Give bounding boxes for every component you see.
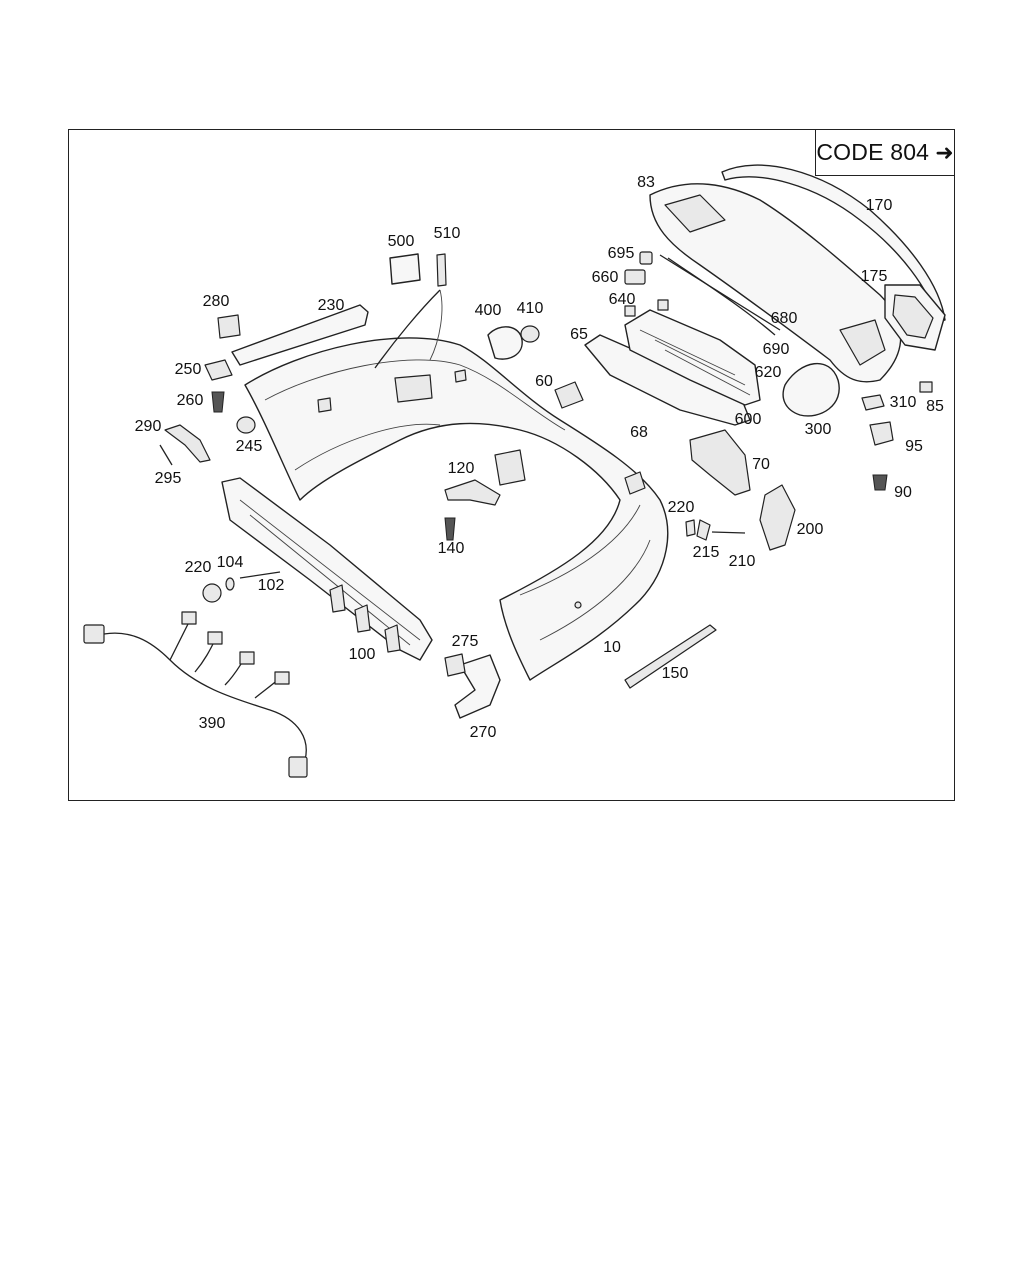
part-number-600: 600 — [734, 411, 762, 428]
part-number-695: 695 — [607, 245, 635, 262]
part-number-230: 230 — [317, 297, 345, 314]
part-number-150: 150 — [661, 665, 689, 682]
part-number-68: 68 — [630, 424, 648, 441]
part-number-260: 260 — [176, 392, 204, 409]
part-number-275: 275 — [451, 633, 479, 650]
part-number-620: 620 — [754, 364, 782, 381]
center-bracket-drawing — [584, 254, 781, 426]
part-number-104: 104 — [216, 554, 244, 571]
part-number-660: 660 — [591, 269, 619, 286]
part-number-10: 10 — [603, 639, 621, 656]
part-number-250: 250 — [174, 361, 202, 378]
part-number-680: 680 — [770, 310, 798, 327]
arrow-right-icon: ➜ — [935, 139, 954, 165]
part-number-102: 102 — [257, 577, 285, 594]
part-number-280: 280 — [202, 293, 230, 310]
diffuser-drawing — [649, 164, 946, 383]
part-number-270: 270 — [469, 724, 497, 741]
sensor-clips-drawing — [624, 251, 933, 551]
part-number-140: 140 — [437, 540, 465, 557]
part-number-60: 60 — [535, 373, 553, 390]
left-side-pieces-drawing — [159, 253, 584, 466]
bumper-cover-drawing — [244, 289, 669, 681]
part-number-210: 210 — [728, 553, 756, 570]
wiring-harness-drawing — [83, 611, 308, 778]
part-number-175: 175 — [860, 268, 888, 285]
part-number-83: 83 — [637, 174, 655, 191]
part-number-310: 310 — [889, 394, 917, 411]
part-number-690: 690 — [762, 341, 790, 358]
part-number-215: 215 — [692, 544, 720, 561]
code-804-box: CODE 804 ➜ — [815, 129, 955, 176]
part-number-290: 290 — [134, 418, 162, 435]
lower-reinforcement-drawing — [202, 449, 746, 719]
part-number-70: 70 — [752, 456, 770, 473]
part-number-170: 170 — [865, 197, 893, 214]
part-number-100: 100 — [348, 646, 376, 663]
part-number-90: 90 — [894, 484, 912, 501]
part-number-410: 410 — [516, 300, 544, 317]
diagram-frame — [68, 129, 955, 801]
part-number-510: 510 — [433, 225, 461, 242]
part-number-120: 120 — [447, 460, 475, 477]
part-number-300: 300 — [804, 421, 832, 438]
code-label: CODE 804 — [816, 139, 930, 165]
part-number-390: 390 — [198, 715, 226, 732]
part-number-220: 220 — [184, 559, 212, 576]
part-number-95: 95 — [905, 438, 923, 455]
part-number-220: 220 — [667, 499, 695, 516]
part-number-85: 85 — [926, 398, 944, 415]
part-number-200: 200 — [796, 521, 824, 538]
part-number-640: 640 — [608, 291, 636, 308]
part-number-65: 65 — [570, 326, 588, 343]
part-number-245: 245 — [235, 438, 263, 455]
part-number-295: 295 — [154, 470, 182, 487]
part-number-400: 400 — [474, 302, 502, 319]
part-number-500: 500 — [387, 233, 415, 250]
